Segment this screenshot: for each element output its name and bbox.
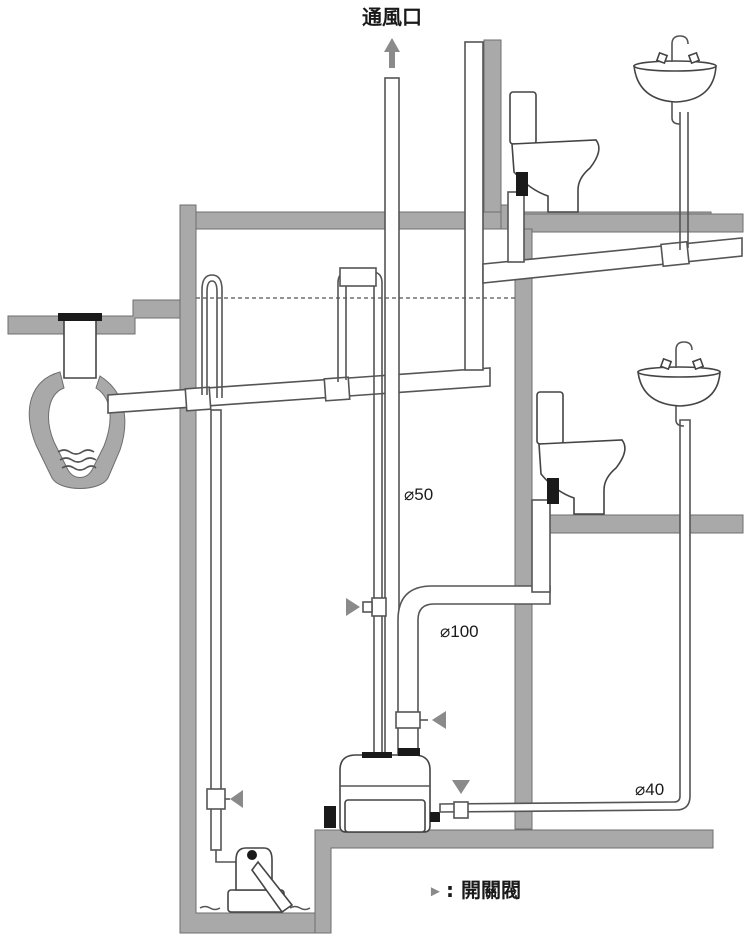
middle-floor-slab <box>549 514 744 534</box>
sink-upper-knob-1 <box>655 51 669 65</box>
sink-upper-faucet <box>671 35 689 62</box>
lift-station <box>324 752 440 833</box>
vent-valve-marker-icon <box>346 598 360 616</box>
lift-station-top-fitting <box>362 752 392 758</box>
sink-40-horizontal <box>439 419 691 813</box>
manhole-shaft <box>63 321 97 379</box>
sump-valve-marker-icon <box>230 790 243 808</box>
sink-upper-knob-2 <box>687 51 701 65</box>
toilet-lower-seal <box>547 478 559 504</box>
lift-station-bottom <box>344 799 426 833</box>
water-wave-2 <box>59 457 97 463</box>
legend-text: : 開關閥 <box>446 878 521 902</box>
pipe-100-label: ⌀100 <box>440 622 479 641</box>
drain-horizontal <box>107 367 491 414</box>
sump-pump-float <box>251 860 294 914</box>
sewer-manhole <box>28 313 126 489</box>
main-drain-pipe <box>107 38 491 759</box>
discharge-pipe-100 <box>395 499 551 756</box>
sump-pump <box>199 847 311 914</box>
sump-pump-connection <box>215 850 238 863</box>
upper-drain-coupling <box>660 240 690 268</box>
sink-lower-rim <box>637 366 721 378</box>
sink-lower <box>637 341 721 427</box>
sink-upper-rim <box>633 60 717 72</box>
toilet-upper-tank <box>509 91 537 145</box>
lift-station-inlet-left <box>324 806 336 828</box>
loop-coupling <box>339 267 377 287</box>
sink-lower-knob-1 <box>659 357 673 371</box>
sump-riser-inner <box>206 280 218 398</box>
sink-upper-trap <box>671 102 681 125</box>
sump-riser-outer <box>201 274 223 398</box>
basement-left-wall <box>179 204 316 934</box>
discharge-100-bend <box>397 585 551 756</box>
vent-valve-body <box>371 597 387 617</box>
upper-toilet-drop <box>507 191 525 263</box>
drain-coupling-1 <box>184 386 212 412</box>
water-wave-3 <box>61 465 97 471</box>
toilet-upper-bowl <box>511 139 600 213</box>
loop-inner <box>345 279 375 758</box>
sink-drain-40 <box>439 419 691 819</box>
drain-coupling-2 <box>323 376 351 402</box>
discharge-100-fitting <box>398 748 420 756</box>
sink-lower-basin <box>637 371 721 407</box>
sump-discharge-line <box>201 274 243 863</box>
sink-upper <box>633 35 717 125</box>
upper-floor-slab <box>520 213 744 233</box>
lift-station-inlet-right <box>430 812 440 822</box>
lift-station-vent-loop <box>337 267 387 758</box>
discharge-100-valve <box>395 711 421 729</box>
sink-upper-basin <box>633 65 717 103</box>
sump-pump-switch <box>247 850 257 860</box>
riser-pipe <box>464 41 484 371</box>
shaft-wall-upper <box>483 39 502 213</box>
discharge-100-marker-icon <box>432 711 446 729</box>
sump-valve-body <box>206 788 226 810</box>
vent-valve-handle <box>362 601 373 613</box>
upper-sink-drain <box>679 112 689 250</box>
sump-water-1 <box>199 905 221 911</box>
basement-floor <box>314 829 714 934</box>
loop-outer <box>337 271 383 758</box>
inner-vertical-wall <box>514 228 533 830</box>
toilet-lower <box>536 391 626 515</box>
pipe-50-label: ⌀50 <box>404 485 433 504</box>
sewer-chamber-wall <box>28 371 126 489</box>
sink-lower-faucet <box>675 341 693 368</box>
vent-arrow-icon <box>384 38 400 68</box>
upper-drain-pipe <box>482 112 743 284</box>
toilet-lower-tank <box>536 391 564 445</box>
toilet-upper <box>509 91 600 213</box>
manhole-cover <box>58 313 102 321</box>
water-wave-1 <box>57 449 95 455</box>
legend-symbol: ► <box>428 883 443 900</box>
toilet-upper-seal <box>516 172 528 196</box>
sump-drop-pipe <box>210 409 222 851</box>
sink-40-valve <box>453 801 469 819</box>
sump-water-2 <box>289 905 311 911</box>
sink-lower-trap <box>675 406 685 427</box>
vent-pipe <box>384 77 400 759</box>
vent-label: 通風口 <box>362 5 422 29</box>
sink-40-marker-icon <box>452 780 470 794</box>
toilet2-drop <box>531 499 551 593</box>
sink-lower-knob-2 <box>691 357 705 371</box>
pipe-40-label: ⌀40 <box>635 780 664 799</box>
